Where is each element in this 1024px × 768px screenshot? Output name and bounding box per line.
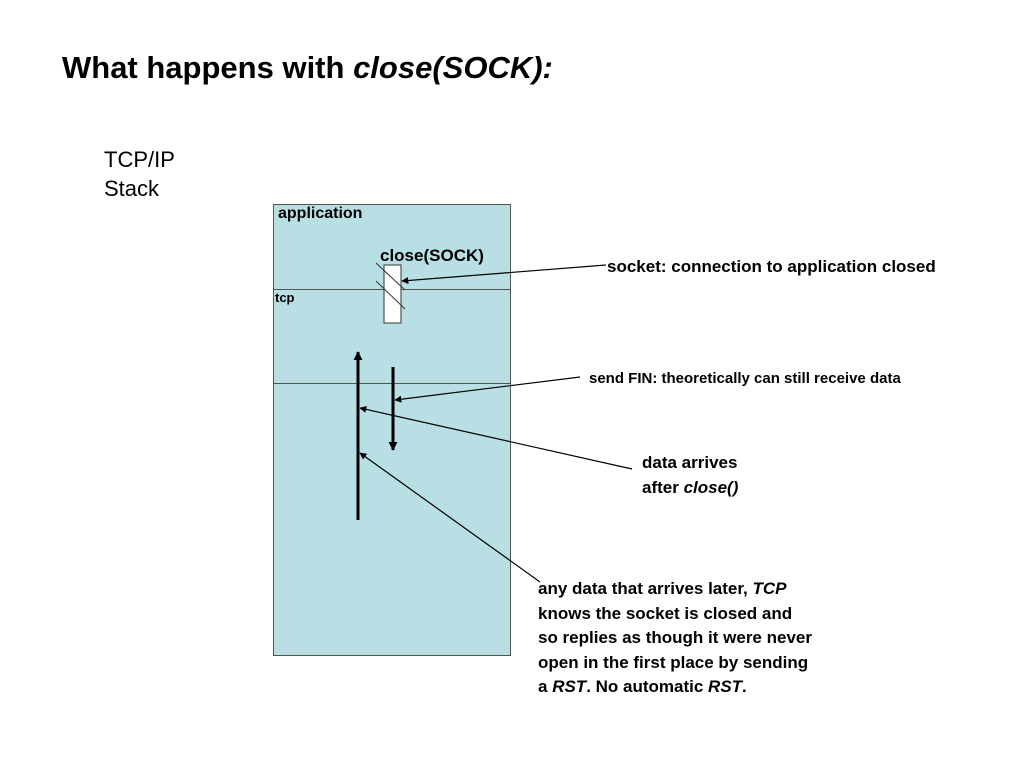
later-line4: open in the first place by sending xyxy=(538,652,809,672)
socket-close-slash-2 xyxy=(375,280,406,310)
layer-tcp-label: tcp xyxy=(275,290,295,305)
close-call-label: close(SOCK) xyxy=(380,246,484,265)
data-arrives-pointer xyxy=(359,405,633,470)
socket-rectangle xyxy=(383,264,402,324)
socket-closed-note: socket: connection to application closed xyxy=(607,257,936,276)
slide-title-emphasis: close(SOCK): xyxy=(353,50,553,85)
slide-title-prefix: What happens with xyxy=(62,50,354,85)
later-line5-b: . No automatic xyxy=(586,677,709,696)
socket-closed-pointer xyxy=(401,264,607,284)
data-arrives-line2-emphasis: close() xyxy=(683,477,739,497)
later-line1-prefix: any data that arrives later, xyxy=(538,579,753,598)
later-line1-emphasis: TCP xyxy=(752,579,787,598)
stack-label: TCP/IP Stack xyxy=(104,145,175,203)
stack-label-line1: TCP/IP xyxy=(104,147,175,172)
slide-title: What happens with close(SOCK): xyxy=(62,50,553,86)
later-line2: knows the socket is closed and xyxy=(538,603,793,623)
later-line3: so replies as though it were never xyxy=(538,628,812,647)
send-fin-note: send FIN: theoretically can still receiv… xyxy=(589,370,901,387)
data-arrives-line2: after close() xyxy=(642,476,738,501)
later-data-pointer xyxy=(359,452,541,583)
data-arrives-note: data arrives after close() xyxy=(642,451,738,500)
later-line5-c: . xyxy=(742,677,747,696)
later-line1: any data that arrives later, TCP xyxy=(538,577,812,602)
later-line5-rst1: RST xyxy=(552,677,587,696)
later-line5-rst2: RST xyxy=(708,677,743,696)
socket-close-slash-1 xyxy=(375,262,406,291)
stack-label-line2: Stack xyxy=(104,176,160,201)
later-line5: a RST. No automatic RST. xyxy=(538,675,812,700)
later-line5-a: a xyxy=(538,677,553,696)
data-arrives-line1: data arrives xyxy=(642,453,738,472)
later-data-note: any data that arrives later, TCP knows t… xyxy=(538,577,812,700)
layer-application-label: application xyxy=(278,205,363,222)
data-arrives-line2-prefix: after xyxy=(642,477,684,497)
send-fin-pointer xyxy=(394,376,581,403)
